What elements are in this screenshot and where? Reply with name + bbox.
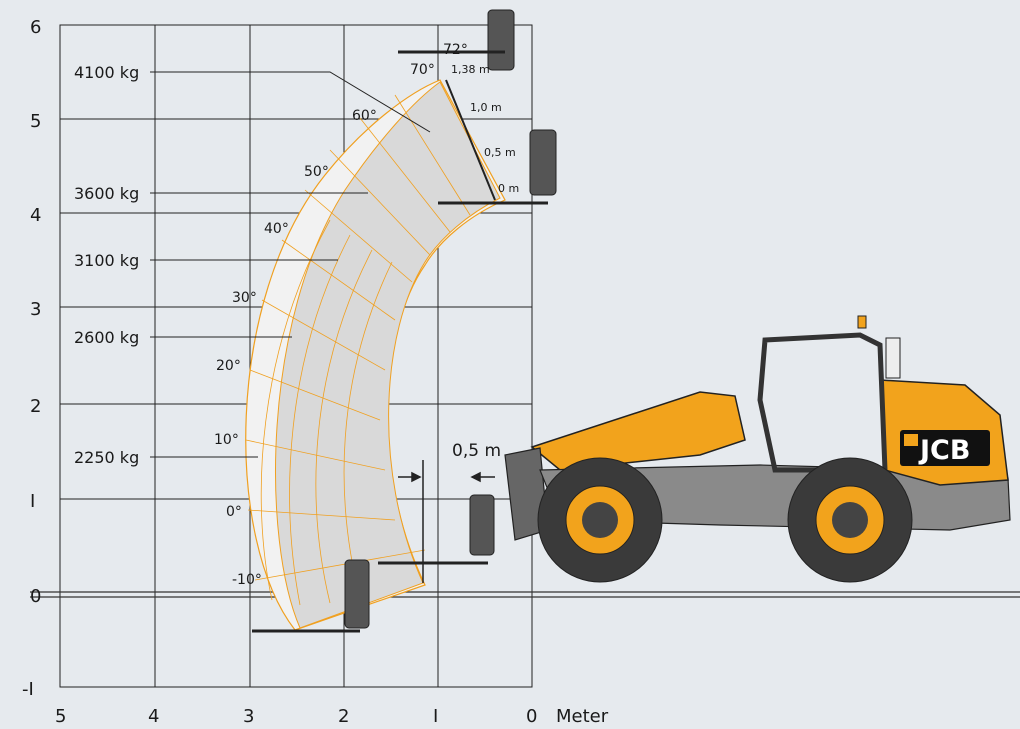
brand-badge: JCB <box>900 430 990 466</box>
rear-wheel <box>787 457 913 583</box>
y-tick-0: 0 <box>30 586 41 607</box>
angle-label-72: 72° <box>443 42 468 58</box>
spacing-indicator <box>398 460 495 583</box>
cab <box>757 332 888 473</box>
y-tick-minus-1: -I <box>22 679 34 700</box>
load-label-4100: 4100 kg <box>74 63 139 82</box>
envelope-inner-band <box>275 81 501 629</box>
fork-carriage-top <box>398 9 515 71</box>
telehandler-machine: JCB <box>504 315 1011 583</box>
boom-reach-line <box>445 79 496 201</box>
extension-label-1-38: 1,38 m <box>451 63 490 76</box>
x-tick-3: 3 <box>243 706 254 727</box>
angle-label-30: 30° <box>232 290 257 306</box>
extension-label-0-5: 0,5 m <box>484 146 516 159</box>
load-label-2250: 2250 kg <box>74 448 139 467</box>
y-tick-3: 3 <box>30 299 41 320</box>
load-label-3600: 3600 kg <box>74 184 139 203</box>
ground-line <box>30 591 1020 598</box>
exhaust-pipe <box>885 337 901 379</box>
y-tick-2: 2 <box>30 396 41 417</box>
y-axis-ticks: 6 5 4 3 2 I 0 -I <box>22 17 41 700</box>
y-tick-1: I <box>30 491 35 512</box>
x-tick-5: 5 <box>55 706 66 727</box>
x-axis-ticks: 5 4 3 2 I 0 Meter <box>55 706 609 727</box>
angle-label-minus-10: -10° <box>232 572 262 588</box>
y-tick-6: 6 <box>30 17 41 38</box>
extension-label-0: 0 m <box>498 182 519 195</box>
fork-carriage-upper <box>438 129 557 205</box>
load-leaders <box>150 71 431 458</box>
angle-label-40: 40° <box>264 221 289 237</box>
spacing-label: 0,5 m <box>452 441 501 461</box>
brand-label: JCB <box>918 435 970 466</box>
cab-beacon <box>857 315 867 329</box>
boom <box>530 391 746 471</box>
angle-label-60: 60° <box>352 108 377 124</box>
fork-carriage-ground <box>378 494 495 565</box>
y-tick-4: 4 <box>30 205 41 226</box>
load-envelope <box>245 79 506 631</box>
extension-label-1-0: 1,0 m <box>470 101 502 114</box>
x-tick-4: 4 <box>148 706 159 727</box>
x-tick-0: 0 <box>526 706 537 727</box>
load-labels: 4100 kg 3600 kg 3100 kg 2600 kg 2250 kg <box>74 63 139 467</box>
angle-label-70: 70° <box>410 62 435 78</box>
fork-carriage-low <box>252 559 370 633</box>
angle-label-0: 0° <box>226 504 242 520</box>
angle-label-10: 10° <box>214 432 239 448</box>
x-tick-1: I <box>433 706 438 727</box>
fork-carriages <box>252 9 557 633</box>
load-label-2600: 2600 kg <box>74 328 139 347</box>
x-axis-unit: Meter <box>556 706 609 727</box>
angle-labels: 72° 70° 60° 50° 40° 30° 20° 10° 0° -10° <box>214 42 468 588</box>
grid-frame <box>59 24 533 688</box>
y-tick-5: 5 <box>30 111 41 132</box>
x-tick-2: 2 <box>338 706 349 727</box>
load-label-3100: 3100 kg <box>74 251 139 270</box>
front-wheel <box>537 457 663 583</box>
angle-label-50: 50° <box>304 164 329 180</box>
angle-label-20: 20° <box>216 358 241 374</box>
extension-labels: 1,38 m 1,0 m 0,5 m 0 m <box>451 63 519 195</box>
